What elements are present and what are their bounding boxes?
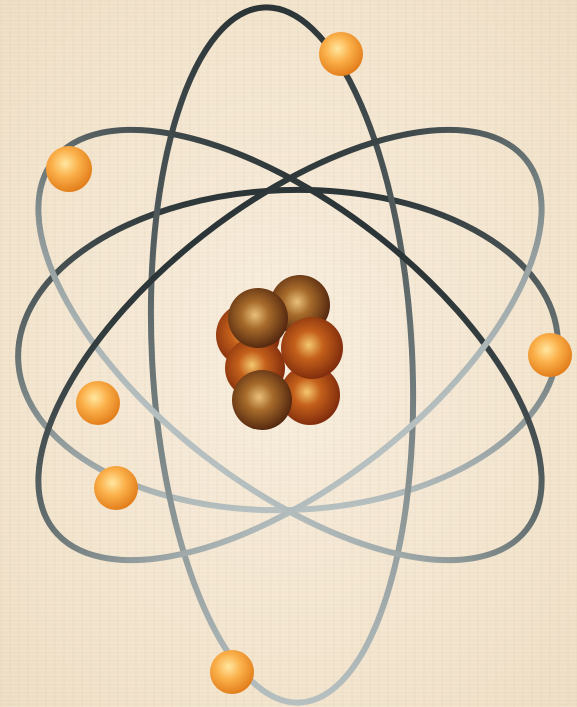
electron [94,466,138,510]
nucleon [232,370,292,430]
electron [528,333,572,377]
nucleus [216,275,343,430]
nucleon [228,288,288,348]
electron [76,381,120,425]
electron [210,650,254,694]
electron [46,146,92,192]
electron [319,32,363,76]
nucleon [281,317,343,379]
